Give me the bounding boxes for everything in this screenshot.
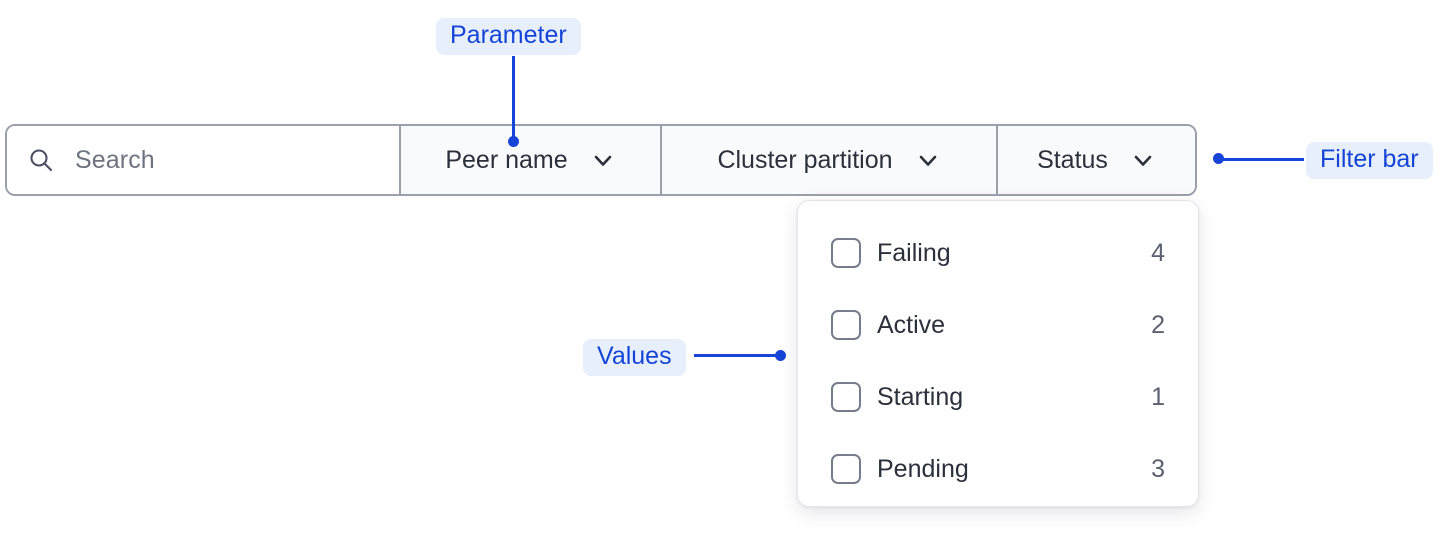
annotation-leader-dot-parameter [508,136,519,147]
list-item[interactable]: Failing 4 [798,217,1198,289]
option-label: Starting [877,382,964,411]
annotation-leader-dot-values [775,350,786,361]
filter-segment-peer-name[interactable]: Peer name [401,126,660,194]
list-item[interactable]: Pending 3 [798,433,1198,505]
filter-segment-cluster-partition[interactable]: Cluster partition [660,126,996,194]
annotation-leader-dot-filter-bar [1213,153,1224,164]
status-dropdown-panel: Failing 4 Active 2 Starting 1 Pending 3 [797,200,1199,507]
option-label: Failing [877,238,951,267]
filter-segment-label: Status [1037,145,1108,174]
list-item[interactable]: Starting 1 [798,361,1198,433]
checkbox-pending[interactable] [831,454,861,484]
chevron-down-icon [1130,147,1156,173]
filter-segment-label: Cluster partition [717,145,893,174]
search-input[interactable]: Search [7,126,401,194]
option-count: 3 [1151,454,1165,483]
option-label: Active [877,310,946,339]
annotation-values: Values [583,339,686,376]
option-label: Pending [877,454,969,483]
search-placeholder-text: Search [75,145,155,174]
annotation-leader-line-filter-bar [1218,158,1304,161]
checkbox-active[interactable] [831,310,861,340]
checkbox-starting[interactable] [831,382,861,412]
annotation-leader-line-values [694,354,780,357]
annotation-filter-bar: Filter bar [1306,142,1433,179]
annotation-parameter: Parameter [436,18,581,55]
filter-bar: Search Peer name Cluster partition Statu… [5,124,1197,196]
chevron-down-icon [915,147,941,173]
filter-segment-status[interactable]: Status [996,126,1195,194]
option-count: 2 [1151,310,1165,339]
search-icon [28,147,54,173]
option-count: 4 [1151,238,1165,267]
chevron-down-icon [590,147,616,173]
checkbox-failing[interactable] [831,238,861,268]
option-count: 1 [1151,382,1165,411]
annotation-leader-line-parameter [512,56,515,142]
list-item[interactable]: Active 2 [798,289,1198,361]
filter-segment-label: Peer name [445,145,568,174]
